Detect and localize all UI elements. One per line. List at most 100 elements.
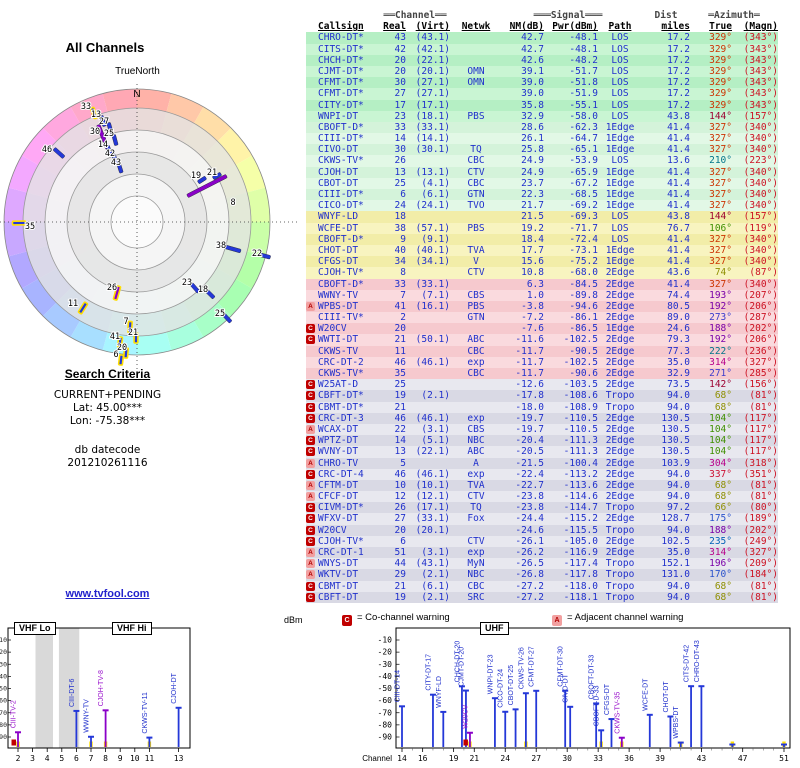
cell-true_az: 104°: [709, 446, 732, 458]
tvfool-link[interactable]: www.tvfool.com: [65, 588, 150, 600]
cell-magn_az: (117°): [743, 412, 778, 424]
cell-path: Tropo: [605, 558, 635, 570]
column-header: (Magn): [743, 21, 778, 33]
cell-virt: (27.1): [415, 88, 450, 100]
warning-cell: [306, 77, 318, 88]
cell-miles: 74.4: [667, 289, 690, 301]
cell-pwr_dbm: -51.7: [569, 65, 598, 77]
cell-miles: 103.9: [661, 457, 690, 469]
cell-real: 19: [394, 390, 406, 402]
cell-real: 34: [394, 256, 406, 268]
adjacent-channel-warning-badge: A: [306, 548, 315, 557]
cell-true_az: 329°: [709, 54, 732, 66]
cell-path: 2Edge: [605, 278, 635, 290]
co-channel-legend: C= Co-channel warning: [342, 612, 450, 626]
cell-callsign: CBOFT-D*: [318, 278, 364, 290]
cell-path: 2Edge: [605, 479, 635, 491]
cell-path: 2Edge: [605, 491, 635, 503]
cell-path: Tropo: [605, 502, 635, 514]
cell-miles: 130.5: [661, 446, 690, 458]
cell-true_az: 329°: [709, 99, 732, 111]
cell-magn_az: (340°): [743, 200, 778, 212]
warning-cell: [306, 200, 318, 211]
cell-nm_db: -3.8: [521, 300, 544, 312]
cell-true_az: 329°: [709, 32, 732, 44]
station-label: CJOH-TV-8: [98, 670, 105, 706]
cell-virt: [406, 458, 450, 469]
cell-pwr_dbm: -118.0: [563, 580, 598, 592]
uhf-channel-tick-label: 27: [531, 754, 541, 763]
cell-magn_az: (117°): [743, 435, 778, 447]
radar-marker-label: 14: [98, 140, 108, 150]
radar-marker-bar: [190, 282, 200, 294]
cell-path: LOS: [611, 77, 629, 89]
cell-magn_az: (184°): [743, 569, 778, 581]
cell-true_az: 196°: [709, 558, 732, 570]
co-channel-warning-badge: C: [306, 525, 315, 535]
cell-real: 46: [394, 356, 406, 368]
cell-magn_az: (340°): [743, 244, 778, 256]
cell-real: 2: [400, 312, 406, 324]
station-label: CKWS-TV-11: [142, 692, 149, 734]
co-channel-warning-badge: C: [306, 447, 315, 457]
cell-path: Tropo: [605, 569, 635, 581]
cell-true_az: 327°: [709, 244, 732, 256]
cell-real: 6: [400, 535, 406, 547]
cell-netwk: [458, 100, 494, 111]
cell-pwr_dbm: -69.3: [569, 211, 598, 223]
adjacent-channel-warning-badge: A: [306, 559, 315, 569]
cell-virt: [406, 155, 450, 166]
warning-cell: [306, 144, 318, 155]
cell-magn_az: (202°): [743, 323, 778, 335]
cell-callsign: CIII-DT*: [318, 133, 364, 145]
cell-miles: 17.2: [667, 65, 690, 77]
dbm-tick-label-vhf: -80: [0, 721, 7, 729]
cell-virt: (20.1): [415, 524, 450, 536]
cell-netwk: [458, 55, 494, 66]
cell-pwr_dbm: -108.9: [563, 401, 598, 413]
radar-marker-bar: [111, 134, 119, 146]
cell-real: 12: [394, 491, 406, 503]
cell-real: 21: [394, 334, 406, 346]
vhf-channel-tick-label: 2: [16, 754, 21, 763]
cell-netwk: PBS: [467, 300, 485, 312]
cell-magn_az: (318°): [743, 457, 778, 469]
station-label: CFMT-DT-27: [529, 646, 536, 687]
cell-miles: 130.5: [661, 423, 690, 435]
cell-nm_db: -23.8: [515, 502, 544, 514]
co-channel-warning-badge: C: [306, 514, 315, 524]
cell-path: 2Edge: [605, 312, 635, 324]
cell-miles: 130.5: [661, 412, 690, 424]
cell-path: 2Edge: [605, 379, 635, 391]
cell-path: Tropo: [605, 580, 635, 592]
cell-pwr_dbm: -89.8: [569, 289, 598, 301]
cell-magn_az: (343°): [743, 88, 778, 100]
cell-netwk: GTN: [467, 312, 485, 324]
co-channel-warning-badge: C: [306, 536, 315, 546]
cell-virt: [406, 267, 450, 278]
cell-virt: (33.1): [415, 513, 450, 525]
warning-cell: [306, 267, 318, 278]
cell-nm_db: -18.0: [515, 401, 544, 413]
warning-cell: [306, 357, 318, 368]
warning-cell: [306, 111, 318, 122]
column-header: Real: [383, 21, 406, 33]
dbm-tick-label: -90: [378, 733, 393, 742]
cell-netwk: CBS: [467, 423, 485, 435]
cell-nm_db: -26.8: [515, 569, 544, 581]
warning-cell: A: [306, 480, 318, 491]
warning-cell: [306, 290, 318, 301]
vhf-channel-tick-label: 11: [145, 754, 155, 763]
cell-miles: 43.6: [667, 267, 690, 279]
cell-pwr_dbm: -110.5: [563, 423, 598, 435]
cell-magn_az: (81°): [749, 491, 778, 503]
cell-nm_db: 42.6: [521, 54, 544, 66]
